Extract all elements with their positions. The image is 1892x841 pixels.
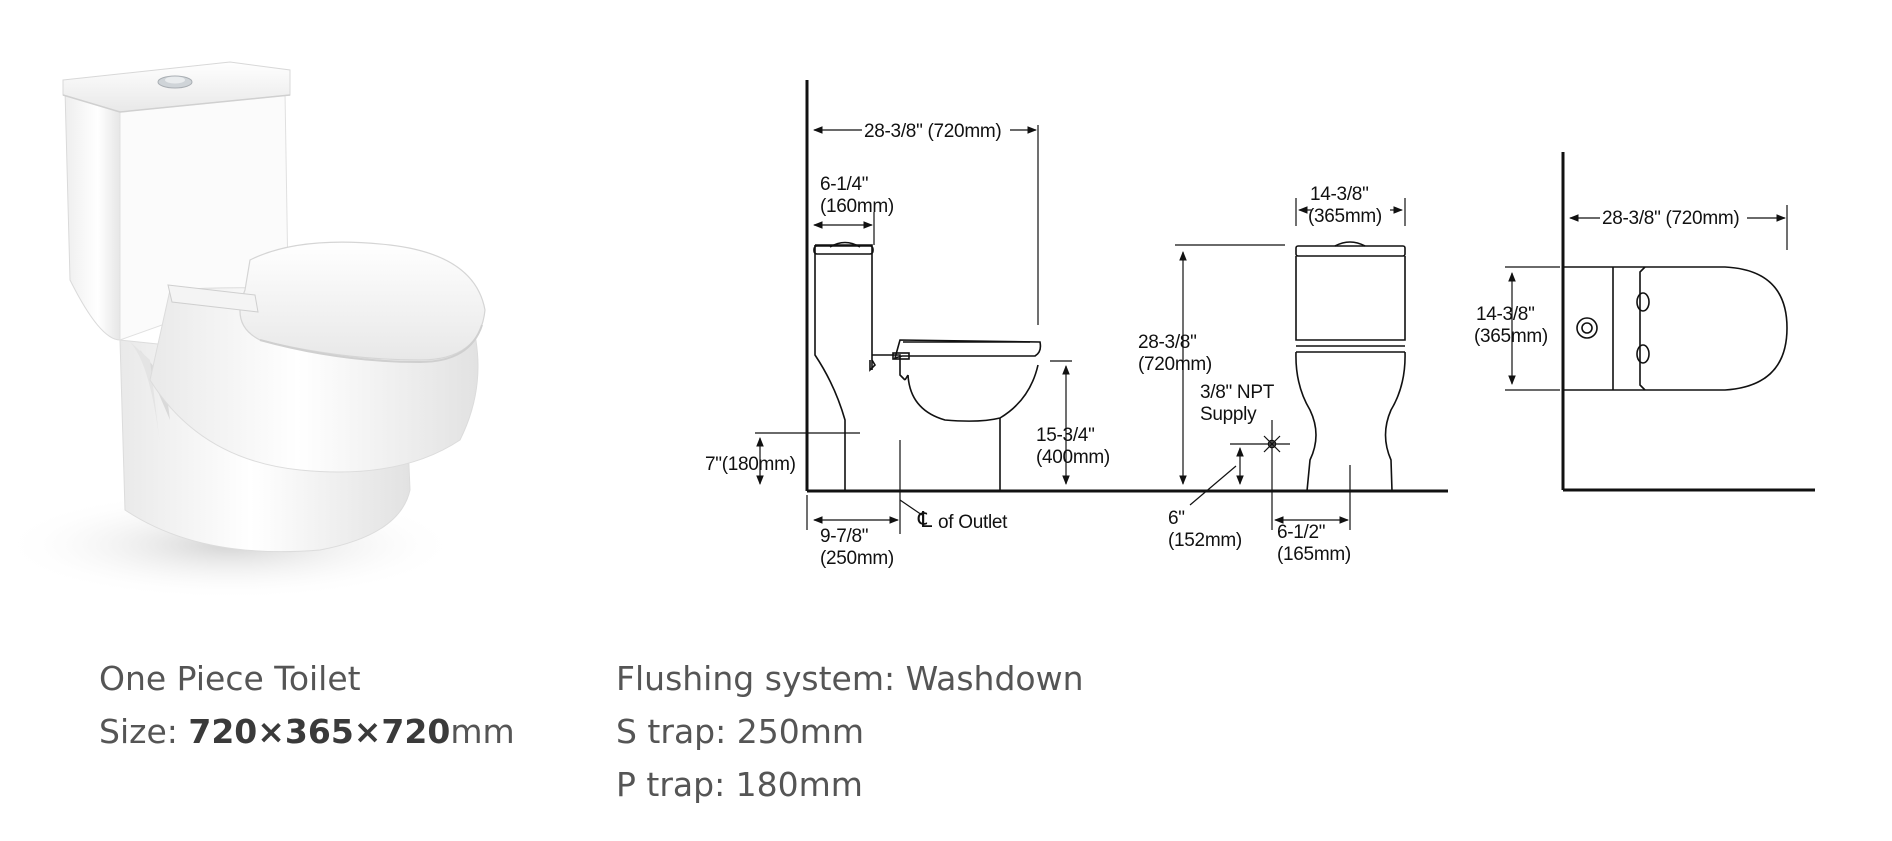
size-unit: mm bbox=[450, 712, 515, 751]
dim-supply-offset-mm: (165mm) bbox=[1277, 544, 1351, 565]
dim-tank-depth-mm: (160mm) bbox=[820, 196, 894, 217]
dim-height-mm: (720mm) bbox=[1138, 354, 1212, 375]
dim-top-width-in: 14-3/8" bbox=[1476, 304, 1535, 325]
dim-tank-depth-in: 6-1/4" bbox=[820, 174, 868, 195]
dim-supply-height-mm: (152mm) bbox=[1168, 530, 1242, 551]
dimension-drawing: 28-3/8" (720mm) 6-1/4" (160mm) 15-3/4" (… bbox=[705, 80, 1815, 569]
dim-front-width-in: 14-3/8" bbox=[1310, 184, 1369, 205]
product-name: One Piece Toilet bbox=[99, 659, 361, 698]
dim-height-in: 28-3/8" bbox=[1138, 332, 1197, 353]
dim-top-depth: 28-3/8" (720mm) bbox=[1602, 208, 1739, 229]
supply-label-line2: Supply bbox=[1200, 404, 1257, 425]
product-specs: Flushing system: Washdown S trap: 250mm … bbox=[616, 652, 1084, 811]
dim-supply-offset-in: 6-1/2" bbox=[1277, 522, 1325, 543]
dim-seat-height-in: 15-3/4" bbox=[1036, 425, 1095, 446]
dim-top-width-mm: (365mm) bbox=[1474, 326, 1548, 347]
product-size: Size: 720×365×720mm bbox=[99, 705, 515, 758]
dim-s-trap-mm: (250mm) bbox=[820, 548, 894, 569]
size-value: 720×365×720 bbox=[188, 712, 451, 751]
dim-seat-height-mm: (400mm) bbox=[1036, 447, 1110, 468]
outlet-label: of Outlet bbox=[938, 512, 1008, 533]
dim-s-trap-in: 9-7/8" bbox=[820, 526, 868, 547]
product-info: One Piece Toilet Size: 720×365×720mm bbox=[99, 652, 515, 758]
dim-supply-height-in: 6" bbox=[1168, 508, 1185, 529]
spec-p-trap: P trap: 180mm bbox=[616, 765, 863, 804]
spec-flushing: Flushing system: Washdown bbox=[616, 659, 1084, 698]
spec-s-trap: S trap: 250mm bbox=[616, 712, 864, 751]
dim-side-depth: 28-3/8" (720mm) bbox=[864, 121, 1001, 142]
size-prefix: Size: bbox=[99, 712, 189, 751]
toilet-photo bbox=[0, 61, 486, 600]
dim-front-width-mm: (365mm) bbox=[1308, 206, 1382, 227]
supply-label-line1: 3/8" NPT bbox=[1200, 382, 1275, 403]
outlet-centerline-symbol: ℄ bbox=[917, 507, 933, 532]
dim-p-trap-height: 7"(180mm) bbox=[705, 454, 796, 475]
